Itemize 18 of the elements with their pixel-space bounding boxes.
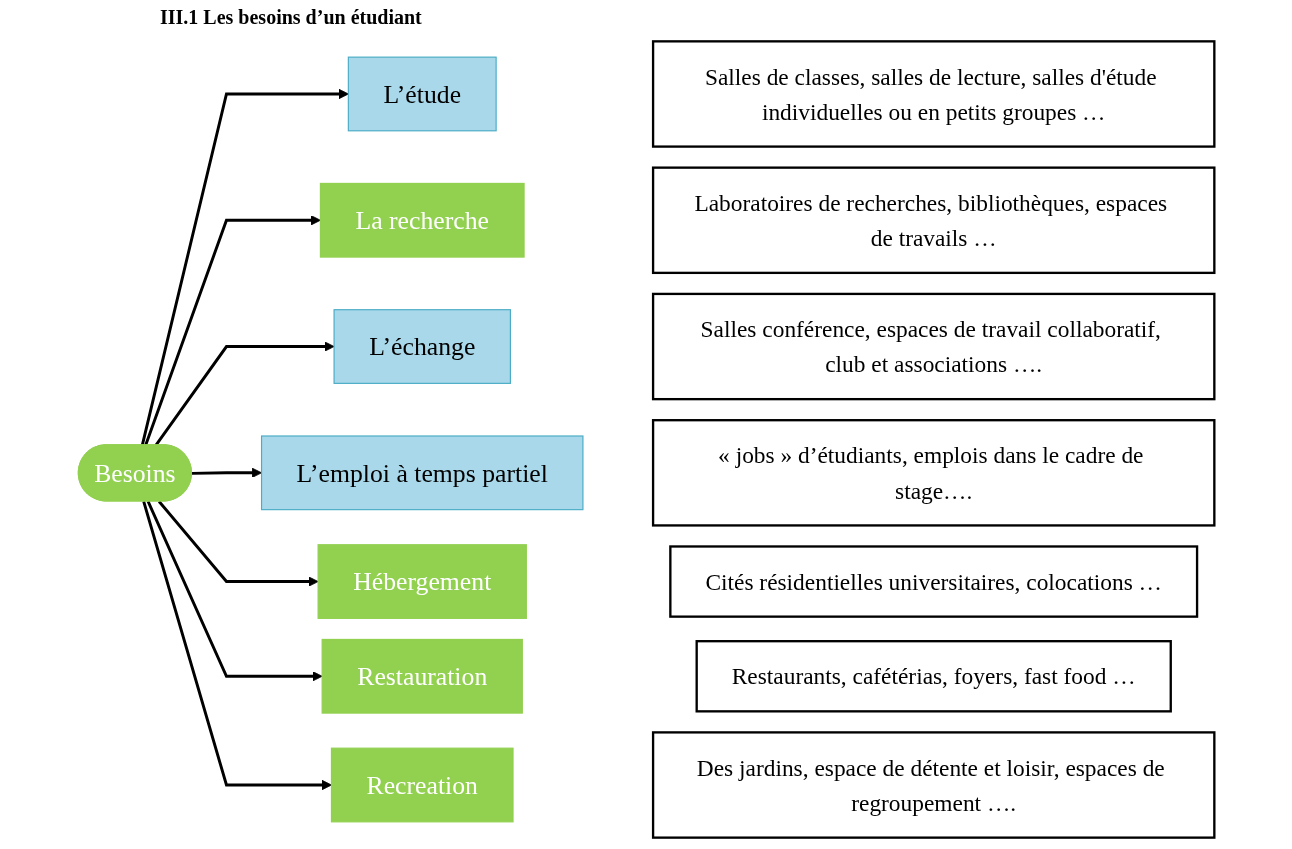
node-box: Laboratoires de recherches, bibliothèques, espaces de travails … — [651, 166, 1216, 275]
diagram-title: III.1 Les besoins d’un étudiant — [160, 6, 423, 30]
node-box: « jobs » d’étudiants, emplois dans le cadre de stage…. — [651, 419, 1216, 527]
node-box: Salles conférence, espaces de travail collaboratif, club et associations …. — [651, 292, 1216, 401]
node-box: Des jardins, espace de détente et loisir, espaces de regroupement …. — [651, 731, 1216, 839]
arrow — [141, 501, 332, 791]
node-box: Cités résidentielles universitaires, colocations … — [668, 545, 1198, 618]
node-box: Restauration — [321, 638, 523, 714]
arrow — [143, 215, 321, 446]
node-box: Restaurants, cafétérias, foyers, fast food … — [695, 640, 1172, 713]
node-box: L’échange — [333, 309, 511, 384]
node-box: L’étude — [347, 56, 497, 132]
node-box: Salles de classes, salles de lecture, salles d'étude individuelles ou en petits groupes … — [651, 40, 1216, 148]
node-box: Hébergement — [317, 544, 527, 619]
arrow — [191, 467, 262, 478]
node-box: La recherche — [319, 182, 525, 258]
node-box: L’emploi à temps partiel — [260, 435, 584, 511]
node-box: Recreation — [330, 747, 514, 823]
